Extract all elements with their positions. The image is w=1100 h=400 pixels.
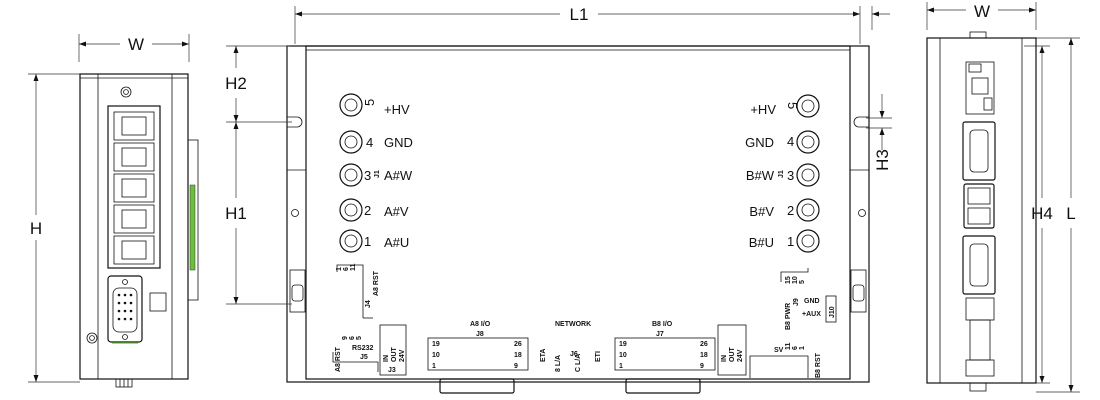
b-io-label: B8 I/O [652,321,673,328]
svg-text:24V: 24V [399,349,406,362]
svg-text:OUT: OUT [391,347,398,363]
svg-text:10: 10 [619,352,627,359]
svg-text:9: 9 [514,363,518,370]
j10-label: J10 [829,306,836,318]
left-side-view: W H [28,34,199,388]
network-label: NETWORK [555,321,591,328]
terminal-left-label: A#U [384,235,409,250]
terminal-left-number: 1 [364,234,371,249]
left-terminal-group: 5 4 3 2 1 +HV GND A#W A#V A#U J1 [339,93,413,253]
svg-text:10: 10 [792,276,799,284]
svg-text:6: 6 [792,346,799,350]
svg-text:11: 11 [350,263,357,271]
terminal-left-number: 2 [364,203,371,218]
left-width-label: W [128,35,144,54]
terminal-right-number: 3 [787,168,794,183]
a-rst-label: A8 RST [335,346,342,372]
rs232-id: J5 [360,354,368,361]
terminal-right-label: GND [745,135,774,150]
svg-text:26: 26 [700,341,708,348]
terminal-left-label: A#V [384,204,409,219]
terminal-left-number: 3 [364,168,371,183]
terminal-right-number: 4 [787,134,794,149]
b-pwr-label: B8 PWR [785,303,792,330]
eti-label: ETI [595,351,602,362]
front-h3-label: H3 [873,149,892,171]
terminal-right-label: B#W [746,168,775,183]
a-io-label: A8 I/O [470,321,491,328]
svg-text:26: 26 [514,341,522,348]
a-io-id: J8 [476,331,484,338]
right-terminal-group: 5 4 3 2 1 +HV GND B#W B#V B#U J1 [745,94,820,253]
svg-text:18: 18 [700,352,708,359]
terminal-block-slots [113,111,155,265]
terminal-right-number: 1 [787,234,794,249]
terminal-right-label: +HV [750,102,776,117]
svg-text:A8 RST: A8 RST [373,270,380,296]
right-length-label: L [1066,204,1075,223]
gnd-label: GND [804,298,820,305]
svg-text:IN: IN [383,355,390,362]
front-h1-label: H1 [225,204,247,223]
svg-text:24V: 24V [737,349,744,362]
terminal-right-label: B#U [749,235,774,250]
svg-text:1: 1 [619,363,623,370]
svg-text:6: 6 [343,267,350,271]
svg-text:9: 9 [342,336,349,340]
left-height-label: H [30,219,42,238]
terminal-right-label: B#V [749,204,774,219]
terminal-left-label: A#W [384,168,413,183]
b-io-id: J7 [656,331,664,338]
terminal-right-number: 5 [785,102,800,109]
right-h4-label: H4 [1031,204,1053,223]
right-width-label: W [974,2,990,21]
svg-text:1: 1 [432,363,436,370]
terminal-left-number: 4 [366,135,373,150]
svg-text:1: 1 [336,267,343,271]
terminal-right-number: 2 [787,203,794,218]
svg-text:OUT: OUT [729,347,736,363]
eta-label: ETA [540,349,547,362]
aux-label: +AUX [802,311,821,318]
svg-text:IN: IN [721,355,728,362]
network-id: J6 [570,351,578,358]
svg-text:1: 1 [799,346,806,350]
sv-label: SV [774,347,784,354]
terminal-left-label: GND [384,135,413,150]
b-pwr-id: J9 [793,298,800,306]
svg-text:6: 6 [349,336,356,340]
svg-text:18: 18 [514,352,522,359]
svg-text:11: 11 [785,342,792,350]
front-length-label: L1 [570,5,589,24]
rs232-label: RS232 [352,345,374,352]
b-rst-label: B8 RST [815,352,822,378]
terminal-left-number: 5 [362,99,377,106]
j4-label: J4 [365,300,372,308]
svg-text:9: 9 [700,363,704,370]
svg-text:5: 5 [356,336,363,340]
svg-text:C L/A: C L/A [575,354,582,372]
svg-text:19: 19 [432,341,440,348]
lower-connector-region: 1 6 11 J4 A8 RST RS232 J5 A8 RST 9 6 5 I… [332,263,837,394]
svg-text:8 L/A: 8 L/A [555,355,562,372]
terminal-left-label: +HV [384,102,410,117]
j3-label: J3 [388,367,396,374]
svg-text:5: 5 [799,280,806,284]
svg-text:15: 15 [785,276,792,284]
svg-text:10: 10 [432,352,440,359]
svg-text:19: 19 [619,341,627,348]
right-side-view: W H4 L [926,2,1080,393]
front-h2-label: H2 [225,74,247,93]
j1-right-label: J1 [778,170,785,178]
front-view: L1 H2 H1 [225,5,892,394]
j1-left-label: J1 [374,170,381,178]
